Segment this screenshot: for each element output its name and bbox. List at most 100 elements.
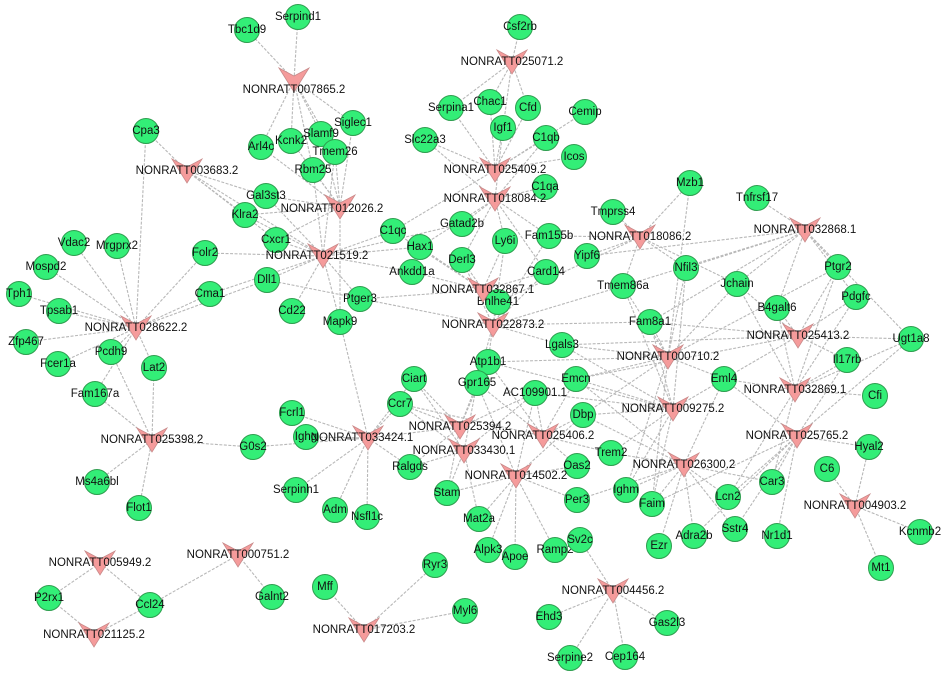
gene-node-circle	[6, 281, 32, 307]
node-fam167a: Fam167a	[71, 381, 120, 407]
node-tph1: Tph1	[6, 281, 32, 307]
gene-node-circle	[104, 233, 130, 259]
node-il17rb: Il17rb	[833, 347, 861, 373]
edge-nonratt032869-1-pdgfc	[794, 296, 857, 391]
node-derl3: Derl3	[448, 247, 476, 273]
edge-nonratt009275-2-dbp	[582, 408, 674, 416]
node-mt1: Mt1	[868, 555, 894, 581]
node-c6: C6	[814, 456, 840, 482]
gene-node-circle	[542, 537, 568, 563]
node-nonratt003683-2: NONRATT003683.2	[136, 157, 238, 184]
gene-node-circle	[536, 604, 562, 630]
lncrna-node-shape	[499, 462, 533, 489]
node-label: Atp1b1	[470, 356, 506, 368]
lncrna-node-shape	[667, 451, 701, 478]
node-label: Adm	[323, 504, 347, 516]
edge-nonratt025409-2-c1qc	[392, 169, 496, 232]
node-serpind1: Serpind1	[275, 4, 321, 30]
node-hax1: Hax1	[407, 234, 433, 260]
node-label: Vdac2	[58, 237, 91, 249]
gene-node-circle	[485, 289, 511, 315]
node-label: Fcrl1	[279, 407, 305, 419]
node-label: NONRATT004456.2	[562, 585, 665, 597]
edge-nonratt028622-2-folr2	[135, 252, 206, 329]
node-nonratt026300-2: NONRATT026300.2	[633, 451, 735, 478]
lncrna-node-shape	[788, 216, 822, 243]
node-label: Serpinh1	[273, 484, 319, 496]
node-label: Ralgds	[392, 461, 428, 473]
edge-nonratt018086-2-bhlhe41	[497, 236, 641, 303]
node-slc22a3: Slc22a3	[404, 127, 446, 153]
gene-node-circle	[536, 223, 562, 249]
node-nonratt025071-2: NONRATT025071.2	[461, 48, 563, 75]
edge-nonratt022873-2-dll1	[266, 279, 494, 326]
edge-nonratt032868-1-b4galt6	[776, 229, 806, 309]
node-label: Card14	[527, 266, 565, 278]
node-fam155b: Fam155b	[525, 223, 573, 249]
node-gal3st3: Gal3st3	[246, 183, 286, 209]
edge-nonratt009275-2-emcn	[575, 378, 674, 410]
edge-nonratt032868-1-ugt1a8	[804, 229, 912, 340]
edge-nonratt028622-2-mospd2	[45, 266, 137, 329]
gene-node-circle	[387, 391, 413, 417]
node-nonratt007865-2: NONRATT007865.2	[243, 66, 345, 96]
gene-node-circle	[814, 456, 840, 482]
node-label: Flot1	[126, 502, 152, 514]
edge-nonratt004903-2-kcnmb2	[854, 505, 921, 533]
node-vdac2: Vdac2	[58, 230, 91, 256]
lncrna-node-shape	[476, 311, 510, 338]
edge-nonratt009275-2-lgals3	[561, 344, 674, 410]
gene-node-circle	[422, 552, 448, 578]
edge-nonratt018084-2-derl3	[461, 198, 496, 261]
edge-nonratt028622-2-tph1	[18, 293, 137, 329]
node-nonratt014502-2: NONRATT014502.2	[465, 462, 567, 489]
edge-nonratt014502-2-alpk3	[487, 475, 517, 551]
node-p2rx1: P2rx1	[34, 585, 64, 611]
node-label: Csf2rb	[503, 21, 537, 33]
node-tnfrsf17: Tnfrsf17	[736, 185, 778, 211]
node-nonratt004456-2: NONRATT004456.2	[562, 577, 665, 604]
node-label: Ccl24	[135, 599, 165, 611]
gene-node-circle	[492, 228, 518, 254]
node-label: Stam	[434, 487, 461, 499]
node-igf1: Igf1	[490, 115, 516, 141]
node-nonratt005949-2: NONRATT005949.2	[49, 549, 152, 576]
node-nonratt032869-1: NONRATT032869.1	[744, 376, 846, 403]
gene-node-circle	[598, 440, 624, 466]
edge-nonratt009275-2-ac109901-1	[534, 392, 674, 410]
edge-nonratt021519-2-hax1	[322, 246, 421, 257]
node-nonratt000710-2: NONRATT000710.2	[617, 343, 719, 370]
node-label: Nfil3	[674, 262, 697, 274]
node-label: Sv2c	[567, 534, 593, 546]
node-label: Cemip	[568, 106, 601, 118]
edge-nonratt022873-2-fam155b	[492, 235, 550, 326]
node-nonratt025394-2: NONRATT025394.2	[409, 413, 511, 440]
node-label: Siglec1	[334, 117, 372, 129]
node-oas2: Oas2	[563, 453, 591, 479]
gene-node-circle	[254, 267, 280, 293]
gene-node-circle	[133, 118, 159, 144]
node-label: Fam8a1	[629, 316, 671, 328]
gene-node-circle	[36, 585, 62, 611]
node-ccr7: Ccr7	[387, 391, 413, 417]
node-label: Mat2a	[463, 513, 496, 525]
gene-node-circle	[764, 523, 790, 549]
node-label: Lgals3	[545, 339, 579, 351]
node-nfil3: Nfil3	[673, 255, 699, 281]
node-mrgprx2: Mrgprx2	[96, 233, 138, 259]
node-nsfl1c: Nsfl1c	[351, 504, 383, 530]
node-label: Myl6	[453, 605, 477, 617]
node-label: Tpsab1	[40, 305, 78, 317]
gene-node-circle	[240, 434, 266, 460]
node-label: NONRATT005949.2	[49, 557, 152, 569]
gene-node-circle	[673, 255, 699, 281]
gene-node-circle	[744, 185, 770, 211]
lncrna-node-shape	[623, 223, 657, 250]
edge-nonratt021519-2-gal3st3	[265, 195, 324, 257]
edge-nonratt028622-2-zfp467	[25, 327, 137, 343]
node-label: NONRATT004903.2	[804, 500, 907, 512]
gene-node-circle	[567, 527, 593, 553]
edge-nonratt009275-2-fam8a1	[649, 321, 674, 410]
edge-nonratt025765-2-adra2b	[693, 435, 798, 537]
edge-nonratt025406-2-atp1b1	[487, 361, 544, 437]
